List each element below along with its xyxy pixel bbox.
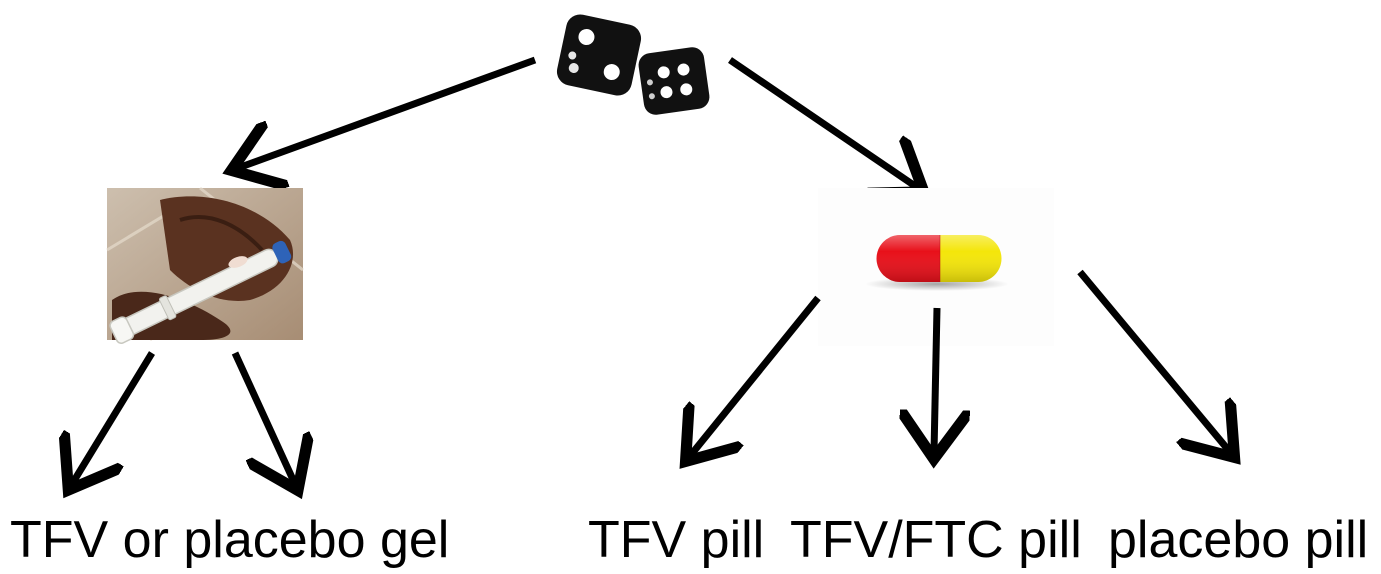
arrow-dice-to-gel (238, 56, 537, 168)
arrows-from-pill (690, 269, 1230, 456)
dice-icon (556, 14, 710, 115)
arrow-gel-right (231, 351, 295, 484)
label-tfv-ftc-pill: TFV/FTC pill (790, 511, 1082, 569)
gel-applicator-photo (106, 186, 304, 344)
label-placebo-pill: placebo pill (1108, 511, 1369, 569)
label-tfv-pill: TFV pill (588, 511, 765, 569)
arrow-pill-to-placebo (1077, 269, 1230, 452)
label-gel-option: TFV or placebo gel (10, 511, 450, 569)
arrow-pill-to-tfv (690, 295, 821, 456)
die-left-icon (556, 14, 642, 96)
arrows-from-dice (238, 56, 918, 188)
arrow-pill-to-tfv-ftc (934, 307, 937, 452)
arrow-dice-to-pill (728, 57, 918, 188)
arrows-from-gel (72, 351, 295, 484)
arrow-gel-left (72, 351, 155, 484)
capsule-pill-icon (818, 188, 1054, 346)
die-right-icon (638, 47, 710, 115)
